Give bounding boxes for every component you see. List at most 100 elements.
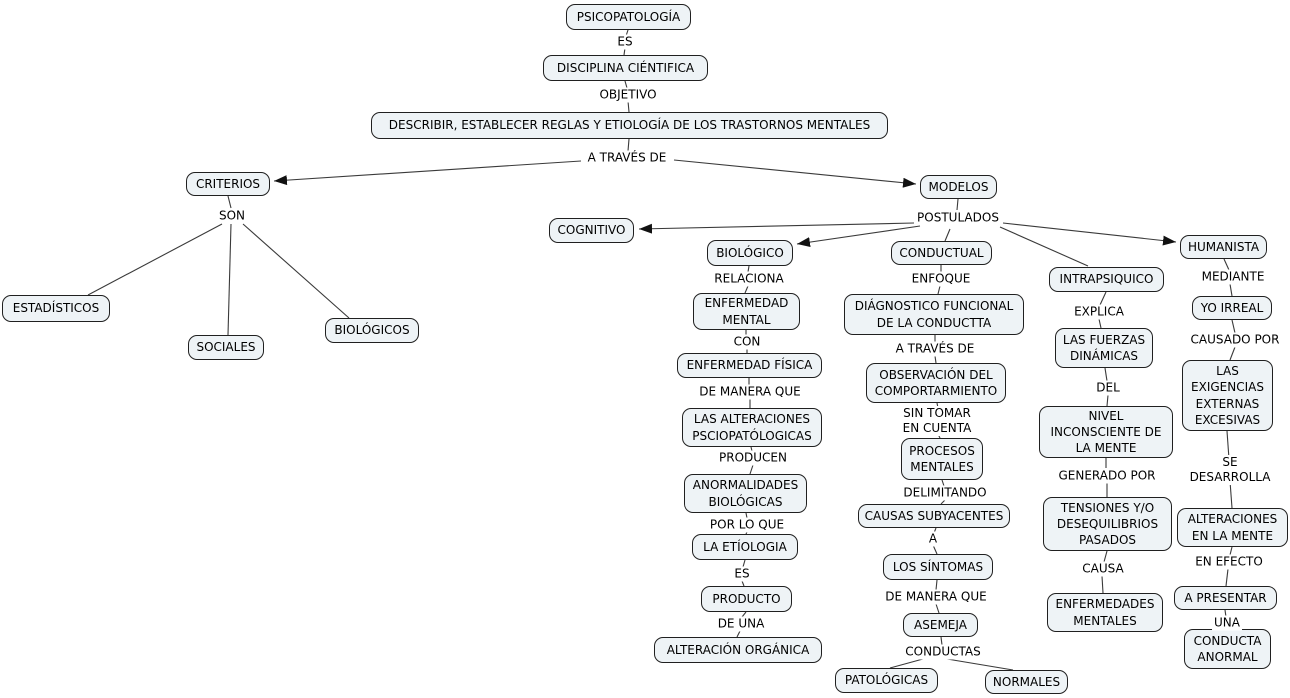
link-label-objetivo[interactable]: OBJETIVO bbox=[597, 87, 659, 103]
concept-criterios[interactable]: CRITERIOS bbox=[186, 172, 270, 196]
connector-line bbox=[227, 195, 232, 209]
link-label-a-traves-de-2[interactable]: A TRAVÉS DE bbox=[893, 341, 977, 357]
connector-line bbox=[1225, 568, 1229, 587]
connector-line bbox=[627, 138, 630, 152]
connector-line bbox=[1103, 550, 1108, 563]
concept-producto[interactable]: PRODUCTO bbox=[701, 586, 792, 612]
connector-line bbox=[624, 80, 628, 89]
connector-line bbox=[999, 226, 1089, 267]
connector-line bbox=[889, 658, 924, 669]
concept-observacion-comportamiento[interactable]: OBSERVACIÓN DEL COMPORTARMIENTO bbox=[866, 363, 1006, 403]
concept-procesos-mentales[interactable]: PROCESOS MENTALES bbox=[901, 438, 983, 480]
link-label-por-lo-que[interactable]: POR LO QUE bbox=[707, 517, 787, 533]
connector-line bbox=[1101, 575, 1104, 594]
concept-modelos[interactable]: MODELOS bbox=[920, 175, 997, 199]
concept-a-presentar[interactable]: A PRESENTAR bbox=[1174, 586, 1277, 610]
connector-line bbox=[1106, 394, 1109, 407]
concept-conductual[interactable]: CONDUCTUAL bbox=[891, 241, 992, 265]
link-label-relaciona[interactable]: RELACIONA bbox=[712, 271, 786, 287]
concept-alteracion-organica[interactable]: ALTERACIÓN ORGÁNICA bbox=[654, 637, 822, 663]
concept-exigencias-externas[interactable]: LAS EXIGENCIAS EXTERNAS EXCESIVAS bbox=[1182, 360, 1273, 431]
connector-line bbox=[227, 223, 232, 336]
link-label-generado-por[interactable]: GENERADO POR bbox=[1056, 468, 1158, 484]
connector-line bbox=[741, 580, 745, 587]
concept-causas-subyacentes[interactable]: CAUSAS SUBYACENTES bbox=[858, 504, 1010, 528]
concept-humanista[interactable]: HUMANISTA bbox=[1180, 235, 1267, 259]
link-label-del[interactable]: DEL bbox=[1094, 380, 1122, 396]
connector-line bbox=[1223, 258, 1230, 271]
concept-biologico[interactable]: BIOLÓGICO bbox=[707, 240, 793, 266]
link-label-con[interactable]: CON bbox=[731, 334, 763, 350]
link-label-producen[interactable]: PRODUCEN bbox=[717, 450, 789, 466]
link-label-postulados[interactable]: POSTULADOS bbox=[915, 210, 1001, 226]
connector-line bbox=[742, 559, 746, 568]
concept-enfermedad-fisica[interactable]: ENFERMEDAD FÍSICA bbox=[677, 353, 822, 378]
link-label-sin-tomar-en-cuenta[interactable]: SIN TOMAR EN CUENTA bbox=[900, 406, 974, 436]
concept-los-sintomas[interactable]: LOS SÍNTOMAS bbox=[883, 554, 993, 580]
link-label-de-manera-que-2[interactable]: DE MANERA QUE bbox=[883, 589, 989, 605]
link-label-causa[interactable]: CAUSA bbox=[1080, 561, 1126, 577]
link-label-son[interactable]: SON bbox=[216, 208, 248, 224]
connector-line bbox=[745, 512, 748, 519]
link-label-es-2[interactable]: ES bbox=[732, 566, 752, 582]
concept-intrapsiquico[interactable]: INTRAPSIQUICO bbox=[1049, 267, 1164, 292]
connector-line bbox=[273, 160, 582, 186]
connector-line bbox=[1229, 546, 1233, 556]
link-label-es[interactable]: ES bbox=[615, 34, 635, 50]
connector-line bbox=[934, 355, 937, 364]
concept-enfermedad-mental[interactable]: ENFERMEDAD MENTAL bbox=[693, 293, 800, 330]
concept-alteraciones-mente[interactable]: ALTERACIONES EN LA MENTE bbox=[1177, 508, 1288, 547]
concept-asemeja[interactable]: ASEMEJA bbox=[903, 613, 978, 637]
concept-conducta-anormal[interactable]: CONDUCTA ANORMAL bbox=[1184, 629, 1271, 669]
concept-yo-irreal[interactable]: YO IRREAL bbox=[1192, 296, 1272, 320]
link-label-en-efecto[interactable]: EN EFECTO bbox=[1193, 554, 1265, 570]
connector-line bbox=[87, 223, 223, 296]
concept-psicopatologia[interactable]: PSICOPATOLOGÍA bbox=[566, 4, 691, 30]
concept-estadisticos[interactable]: ESTADÍSTICOS bbox=[2, 295, 110, 322]
link-label-causado-por[interactable]: CAUSADO POR bbox=[1188, 332, 1282, 348]
concept-normales[interactable]: NORMALES bbox=[985, 670, 1068, 694]
concept-biologicos[interactable]: BIOLÓGICOS bbox=[325, 318, 419, 343]
connector-line bbox=[673, 159, 917, 188]
connector-line bbox=[1231, 319, 1236, 334]
connector-line bbox=[242, 223, 350, 319]
concept-tensiones-desequilibrios[interactable]: TENSIONES Y/O DESEQUILIBRIOS PASADOS bbox=[1043, 497, 1172, 551]
concept-patologicas[interactable]: PATOLÓGICAS bbox=[835, 668, 938, 693]
concept-describir-reglas[interactable]: DESCRIBIR, ESTABLECER REGLAS Y ETIOLOGÍA… bbox=[371, 112, 888, 139]
connector-line bbox=[1002, 222, 1177, 246]
connector-line bbox=[1104, 367, 1108, 382]
link-label-enfoque[interactable]: ENFOQUE bbox=[909, 271, 973, 287]
connector-line bbox=[638, 222, 915, 234]
concept-la-etiologia[interactable]: LA ETÍOLOGIA bbox=[692, 534, 798, 560]
connector-line bbox=[940, 636, 943, 646]
concept-diagnostico-funcional[interactable]: DIÁGNOSTICO FUNCIONAL DE LA CONDUCTTA bbox=[844, 294, 1024, 335]
connector-line bbox=[946, 658, 1014, 671]
connector-line bbox=[747, 265, 750, 273]
connector-line bbox=[937, 285, 941, 295]
link-label-explica[interactable]: EXPLICA bbox=[1072, 304, 1126, 320]
connector-line bbox=[1226, 430, 1230, 460]
link-label-se-desarrolla[interactable]: SE DESARROLLA bbox=[1187, 455, 1273, 485]
link-label-a[interactable]: A bbox=[926, 531, 940, 547]
concept-disciplina-cientifica[interactable]: DISCIPLINA CIÉNTIFICA bbox=[543, 55, 708, 81]
concept-alteraciones-psicopatologicas[interactable]: LAS ALTERACIONES PSCIOPATÓLOGICAS bbox=[682, 408, 822, 447]
connector-line bbox=[1099, 291, 1107, 306]
link-label-de-una[interactable]: DE UNA bbox=[715, 616, 767, 632]
link-label-conductas[interactable]: CONDUCTAS bbox=[903, 644, 983, 660]
link-label-a-traves-de[interactable]: A TRAVÉS DE bbox=[585, 150, 669, 166]
concept-anormalidades-biologicas[interactable]: ANORMALIDADES BIOLÓGICAS bbox=[684, 474, 807, 513]
concept-nivel-inconsciente[interactable]: NIVEL INCONSCIENTE DE LA MENTE bbox=[1039, 406, 1173, 458]
connector-line bbox=[749, 464, 754, 475]
connector-line bbox=[935, 603, 940, 614]
link-label-de-manera-que[interactable]: DE MANERA QUE bbox=[697, 384, 803, 400]
link-label-una[interactable]: UNA bbox=[1212, 615, 1242, 631]
connector-line bbox=[935, 579, 938, 591]
link-label-delimitando[interactable]: DELIMITANDO bbox=[901, 485, 989, 501]
concept-sociales[interactable]: SOCIALES bbox=[188, 335, 264, 360]
concept-fuerzas-dinamicas[interactable]: LAS FUERZAS DINÁMICAS bbox=[1055, 328, 1153, 368]
concept-cognitivo[interactable]: COGNITIVO bbox=[549, 218, 634, 243]
link-label-mediante[interactable]: MEDIANTE bbox=[1199, 269, 1267, 285]
concept-enfermedades-mentales[interactable]: ENFERMEDADES MENTALES bbox=[1047, 593, 1163, 632]
